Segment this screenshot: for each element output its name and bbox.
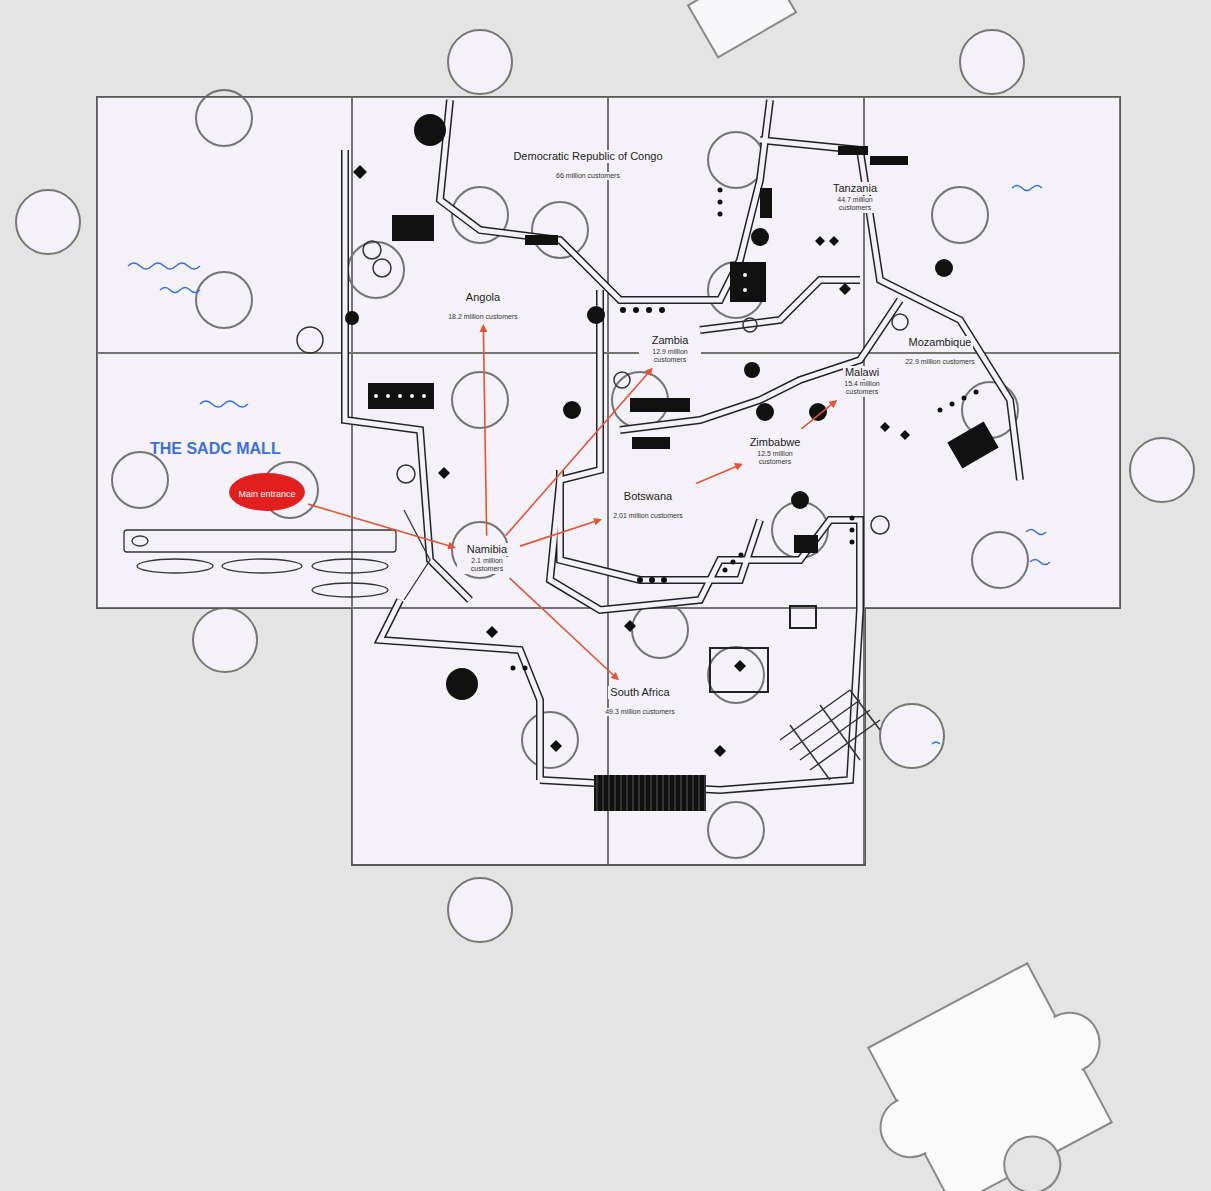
country-zone: Namibia2.1 million customers [457, 539, 517, 575]
country-zone: Democratic Republic of Congo 66 million c… [493, 146, 683, 182]
mall-title: THE SADC MALL [150, 440, 281, 458]
zone-name: Mozambique [907, 336, 974, 349]
small-symbols [353, 165, 979, 757]
country-zone: Zimbabwe12.5 million customers [744, 432, 806, 468]
customer-count: 18.2 million customers [446, 313, 520, 321]
country-zone: Mozambique 22.9 million customers [895, 332, 985, 368]
zone-name: Angola [464, 291, 502, 304]
shop-blocks [368, 146, 999, 811]
customer-count: 12.5 million customers [744, 450, 806, 467]
parking-lines [780, 690, 880, 780]
customer-count: 2.1 million customers [457, 557, 517, 574]
puzzle-knobs [16, 30, 1194, 942]
zone-name: Botswana [622, 490, 674, 503]
customer-count: 15.4 million customers [834, 380, 890, 397]
flow-arrow [801, 401, 835, 429]
flow-arrow [510, 578, 618, 679]
country-zone: Botswana 2.01 million customers [603, 486, 693, 522]
puzzle-pieces [97, 97, 1120, 865]
country-zone: South Africa 49.3 million customers [590, 682, 690, 718]
zone-name: Malawi [843, 366, 881, 379]
customer-count: 22.9 million customers [903, 358, 977, 366]
zone-name: Zambia [650, 334, 691, 347]
shop-dots [374, 273, 747, 398]
customer-count: 12.9 million customers [639, 348, 701, 365]
loose-piece [688, 0, 796, 57]
country-zone: Tanzania44.7 million customers [820, 178, 890, 214]
country-zone: Zambia12.9 million customers [639, 330, 701, 366]
zone-name: Zimbabwe [748, 436, 803, 449]
entrance-plaza [124, 510, 430, 600]
zone-name: Democratic Republic of Congo [511, 150, 664, 163]
trees [297, 114, 953, 700]
country-zone: Angola 18.2 million customers [423, 287, 543, 323]
customer-count: 44.7 million customers [820, 196, 890, 213]
water-waves [128, 186, 1050, 745]
flow-arrow [308, 504, 454, 547]
zone-name: Main entrance [236, 489, 297, 500]
flow-arrow [483, 326, 486, 536]
zone-name: Tanzania [831, 182, 879, 195]
customer-count: 66 million customers [554, 172, 622, 180]
customer-count: 49.3 million customers [603, 708, 677, 716]
zone-name: Namibia [465, 543, 509, 556]
puzzle-seams [97, 90, 1120, 865]
zone-name: South Africa [608, 686, 671, 699]
flow-arrow [696, 464, 741, 483]
flow-arrow [506, 369, 652, 536]
country-zone: Malawi15.4 million customers [834, 362, 890, 398]
loose-piece [842, 949, 1152, 1191]
entrance-bubble: Main entrance [229, 473, 305, 511]
flow-arrow [520, 520, 600, 546]
customer-count: 2.01 million customers [611, 512, 685, 520]
